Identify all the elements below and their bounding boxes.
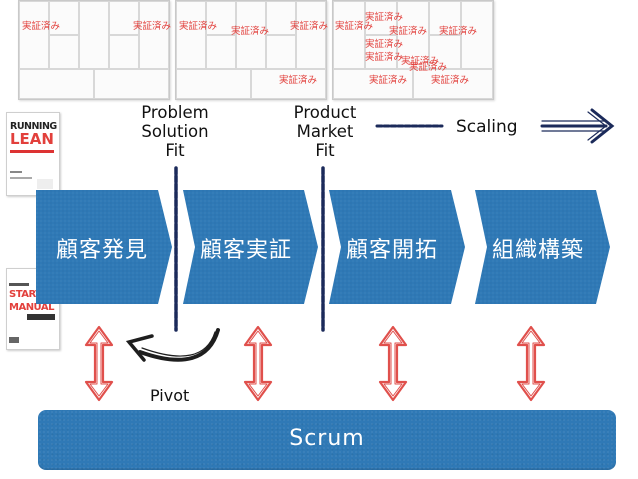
scrum-bar: Scrum xyxy=(38,410,616,470)
stage-customer-discovery-shape xyxy=(36,190,172,304)
verified-stamp: 実証済み xyxy=(365,12,404,23)
stage-customer-creation: 顧客開拓 xyxy=(346,238,439,263)
verified-stamp: 実証済み xyxy=(409,62,448,73)
lean-canvas-3: 実証済み 実証済み 実証済み 実証済み 実証済み 実証済み 実証済み 実証済み … xyxy=(332,0,494,100)
stage-customer-discovery: 顧客発見 xyxy=(56,238,149,263)
verified-stamp: 実証済み xyxy=(389,26,428,37)
pivot-arrow xyxy=(125,328,220,362)
verified-stamp: 実証済み xyxy=(439,26,478,37)
verified-stamp: 実証済み xyxy=(22,21,61,32)
lean-canvas-1: 実証済み 実証済み xyxy=(18,0,172,100)
scrum-sync-arrow-creation xyxy=(378,325,408,402)
scrum-sync-arrow-building xyxy=(516,325,546,402)
verified-stamp: 実証済み xyxy=(335,21,374,32)
label-line: Product xyxy=(293,103,357,122)
pivot-label: Pivot xyxy=(150,386,190,405)
book-title-line: LEAN xyxy=(10,130,54,148)
label-line: Fit xyxy=(165,141,185,160)
verified-stamp: 実証済み xyxy=(365,39,404,50)
running-lean-book-cover: RUNNING LEAN xyxy=(6,112,60,196)
scaling-label: Scaling xyxy=(456,117,518,137)
product-market-fit-label: Product Market Fit xyxy=(270,103,380,160)
verified-stamp: 実証済み xyxy=(431,75,470,86)
scrum-sync-arrow-validation xyxy=(243,325,273,402)
stage-customer-validation: 顧客実証 xyxy=(200,238,293,263)
scaling-arrow xyxy=(375,108,615,144)
verified-stamp: 実証済み xyxy=(231,26,270,37)
label-line: Fit xyxy=(315,141,335,160)
lean-canvas-2: 実証済み 実証済み 実証済み 実証済み xyxy=(175,0,329,100)
label-line: Problem xyxy=(141,103,209,122)
verified-stamp: 実証済み xyxy=(401,56,440,67)
problem-solution-fit-label: Problem Solution Fit xyxy=(120,103,230,160)
book-title-line: STARTUP xyxy=(9,289,57,300)
verified-stamp: 実証済み xyxy=(179,21,218,32)
book-title-line: MANUAL xyxy=(9,302,54,313)
verified-stamp: 実証済み xyxy=(365,52,404,63)
book-title-line: RUNNING xyxy=(10,121,57,132)
scrum-label: Scrum xyxy=(289,426,365,451)
label-line: Solution xyxy=(141,122,209,141)
stage-company-building-shape xyxy=(475,190,610,304)
verified-stamp: 実証済み xyxy=(290,21,329,32)
stage-customer-validation-shape xyxy=(183,190,318,304)
verified-stamp: 実証済み xyxy=(369,75,408,86)
stage-company-building: 組織構築 xyxy=(492,238,585,263)
scrum-sync-arrow-discovery xyxy=(84,325,114,402)
label-line: Market xyxy=(296,122,354,141)
verified-stamp: 実証済み xyxy=(133,21,172,32)
stage-customer-creation-shape xyxy=(329,190,465,304)
verified-stamp: 実証済み xyxy=(279,75,318,86)
